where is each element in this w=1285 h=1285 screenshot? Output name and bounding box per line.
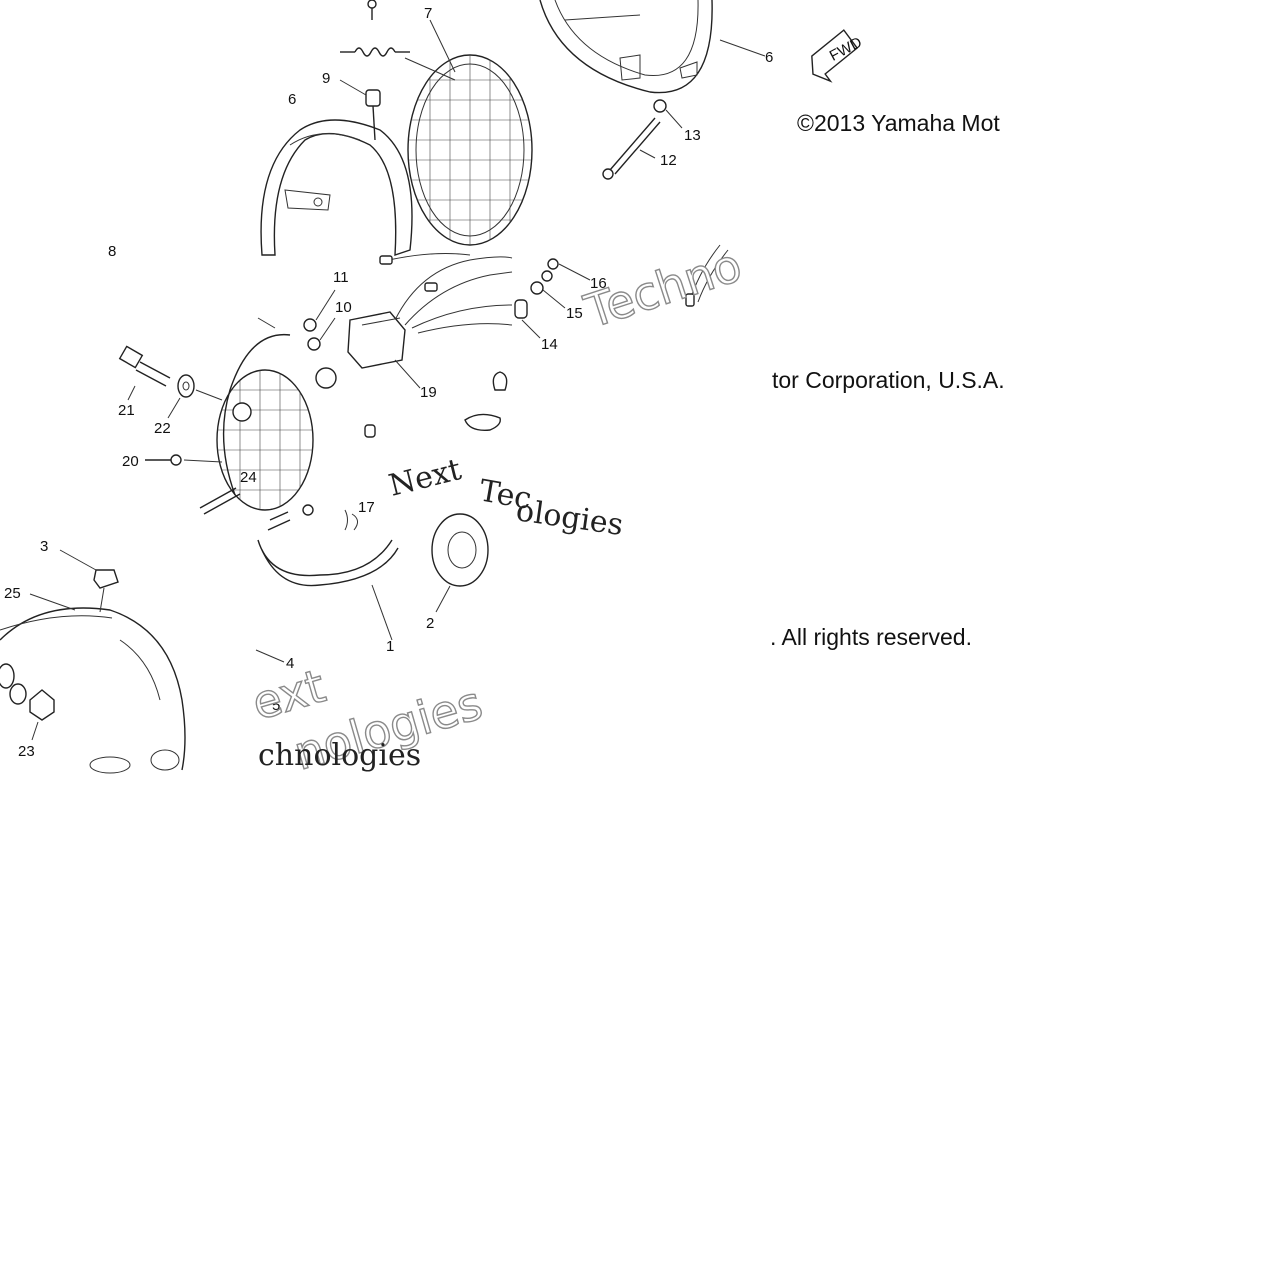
fwd-arrow-icon: FWD [811, 29, 865, 83]
tile-left-middle: 8 [108, 243, 241, 515]
washer-part-16 [547, 258, 591, 281]
headlight-rim-top: 6 [539, 0, 773, 94]
copyright-line-1: ©2013 Yamaha Mot [797, 110, 1000, 136]
headlight-lens-unit [407, 54, 533, 246]
shell-part-18 [364, 413, 501, 438]
callout-19: 19 [420, 384, 437, 401]
callout-11: 11 [333, 269, 349, 286]
callout-17: 17 [358, 499, 375, 516]
spring-part [340, 0, 410, 57]
watermark-techno: Techno [578, 238, 748, 339]
callout-1: 1 [386, 638, 394, 655]
screw-part-9 [339, 79, 381, 141]
watermark-ext: ext [246, 659, 331, 731]
copyright-line-2: tor Corporation, U.S.A. [772, 367, 1005, 393]
wiring-harness [379, 253, 513, 334]
trim-ring-part-2 [431, 513, 489, 613]
copyright-line-3: . All rights reserved. [770, 624, 972, 650]
washer-part-15 [530, 270, 566, 309]
callout-24: 24 [240, 469, 257, 486]
callout-13: 13 [684, 127, 701, 144]
watermark-next: Next [385, 452, 464, 504]
tile-bottom-middle [257, 413, 501, 641]
callout-20: 20 [122, 453, 139, 470]
callout-9: 9 [322, 70, 330, 87]
callout-10: 10 [335, 299, 352, 316]
headlight-case-part-1 [257, 511, 399, 641]
watermark-chnologies: chnologies [258, 738, 421, 773]
headlight-rim [260, 119, 413, 256]
washer-part-22 [167, 374, 223, 419]
callout-22: 22 [154, 420, 171, 437]
tile-bottom-left [0, 549, 285, 774]
tile-middle [216, 253, 513, 511]
callout-labels: 7 9 6 13 12 11 10 16 15 14 19 21 22 20 2… [4, 5, 701, 760]
callout-3: 3 [40, 538, 48, 555]
watermark-ologies: ologies [514, 493, 625, 543]
watermarks: Techno Next Tec ologies ext nologies chn… [245, 237, 748, 781]
nut-part-23 [0, 663, 55, 741]
tile-upper-right: 6 FWD ©2013 Yamaha Mot [539, 0, 1000, 180]
screw-part-20 [145, 454, 223, 466]
bolt-part-12 [602, 117, 661, 180]
bulb-part [492, 371, 508, 391]
callout-7: 7 [424, 5, 432, 22]
callout-2: 2 [426, 615, 434, 632]
callout-12: 12 [660, 152, 677, 169]
callout-23: 23 [18, 743, 35, 760]
svg-text:6: 6 [765, 49, 773, 66]
nut-part-13 [653, 99, 683, 129]
bolt-part-21 [118, 345, 171, 401]
nut-part-11 [303, 289, 336, 332]
wire-connector [685, 244, 729, 307]
clip-part-17 [302, 504, 358, 531]
callout-4: 4 [286, 655, 294, 672]
callout-16: 16 [590, 275, 607, 292]
tile-right-middle: tor Corporation, U.S.A. [492, 244, 1005, 393]
nut-part-10 [307, 317, 336, 351]
callout-14: 14 [541, 336, 558, 353]
callout-5: 5 [272, 697, 280, 714]
screw-part-3 [59, 549, 119, 613]
stud-part-24 [199, 487, 241, 515]
callout-21: 21 [118, 402, 135, 419]
callout-25: 25 [4, 585, 21, 602]
callout-6: 6 [288, 91, 296, 108]
headlight-body-part-25 [0, 607, 186, 774]
callout-15: 15 [566, 305, 583, 322]
grommet-part-14 [514, 299, 541, 339]
socket-part-19 [347, 311, 421, 389]
headlight-reflector [216, 317, 337, 511]
callout-8: 8 [108, 243, 116, 260]
tile-upper-left [260, 0, 533, 256]
